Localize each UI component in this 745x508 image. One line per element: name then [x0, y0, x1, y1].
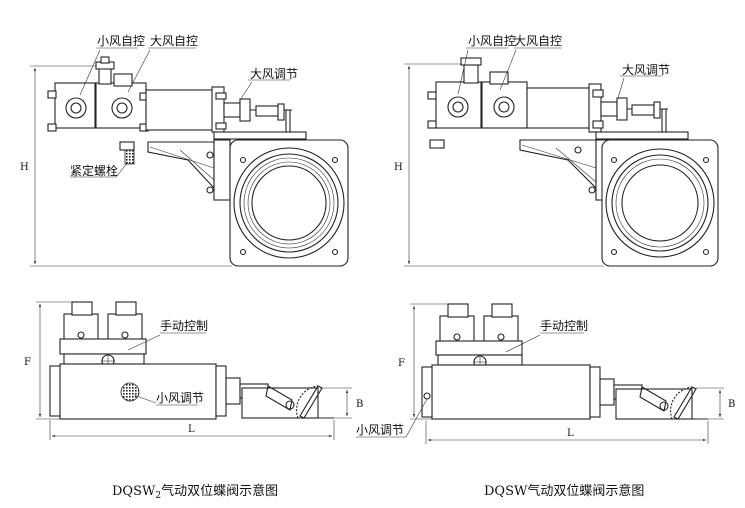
left-large-valve-body — [95, 82, 147, 129]
right-valve-flange — [601, 139, 719, 267]
left-label-large-air-adjust: 大风调节 — [250, 67, 298, 81]
left-small-air-adjust-knob — [120, 382, 140, 402]
right-large-valve-body — [481, 81, 528, 129]
locking-bolt-grip — [124, 149, 135, 165]
right-label-large-air-adjust: 大风调节 — [622, 63, 670, 77]
left-caption: DQSW2气动双位蝶阀示意图 — [112, 483, 278, 501]
right-dim-b: B — [728, 399, 735, 410]
left-top-leaders — [70, 47, 290, 178]
left-caption-model: DQSW — [112, 484, 156, 499]
left-label-locking-bolt: 紧定螺栓 — [70, 163, 118, 178]
right-dim-l: L — [567, 428, 574, 439]
right-label-manual-control: 手动控制 — [540, 319, 588, 333]
right-dim-h: H — [394, 162, 403, 173]
left-dim-l: L — [188, 424, 195, 435]
left-dim-h: H — [20, 162, 29, 173]
right-small-valve-body — [435, 81, 482, 129]
right-side-cylinder — [431, 364, 591, 420]
left-label-large-air-control: 大风自控 — [150, 34, 198, 48]
left-valve-flange — [229, 139, 349, 267]
left-dim-f: F — [24, 357, 31, 368]
left-label-manual-control: 手动控制 — [160, 319, 208, 333]
right-caption: DQSW气动双位蝶阀示意图 — [484, 483, 644, 499]
right-side-leaders — [356, 332, 584, 438]
right-cylinder — [526, 87, 590, 129]
left-cylinder — [145, 89, 219, 131]
left-caption-subscript: 2 — [155, 491, 161, 501]
right-top-view — [404, 57, 719, 267]
left-caption-title: 气动双位蝶阀示意图 — [161, 483, 278, 499]
right-label-large-air-control: 大风自控 — [514, 34, 562, 48]
left-label-small-air-adjust: 小风调节 — [156, 391, 204, 405]
left-label-small-air-control: 小风自控 — [97, 34, 145, 48]
right-top-leaders — [457, 47, 662, 99]
right-dim-f: F — [398, 358, 405, 369]
left-top-view — [30, 56, 349, 267]
left-dim-b: B — [356, 399, 363, 410]
right-side-view — [410, 303, 724, 444]
left-small-valve-body — [54, 82, 96, 129]
left-side-view — [36, 301, 352, 440]
left-side-leaders — [127, 332, 206, 406]
right-label-small-air-control: 小风自控 — [468, 34, 516, 48]
right-label-small-air-adjust: 小风调节 — [356, 423, 404, 437]
